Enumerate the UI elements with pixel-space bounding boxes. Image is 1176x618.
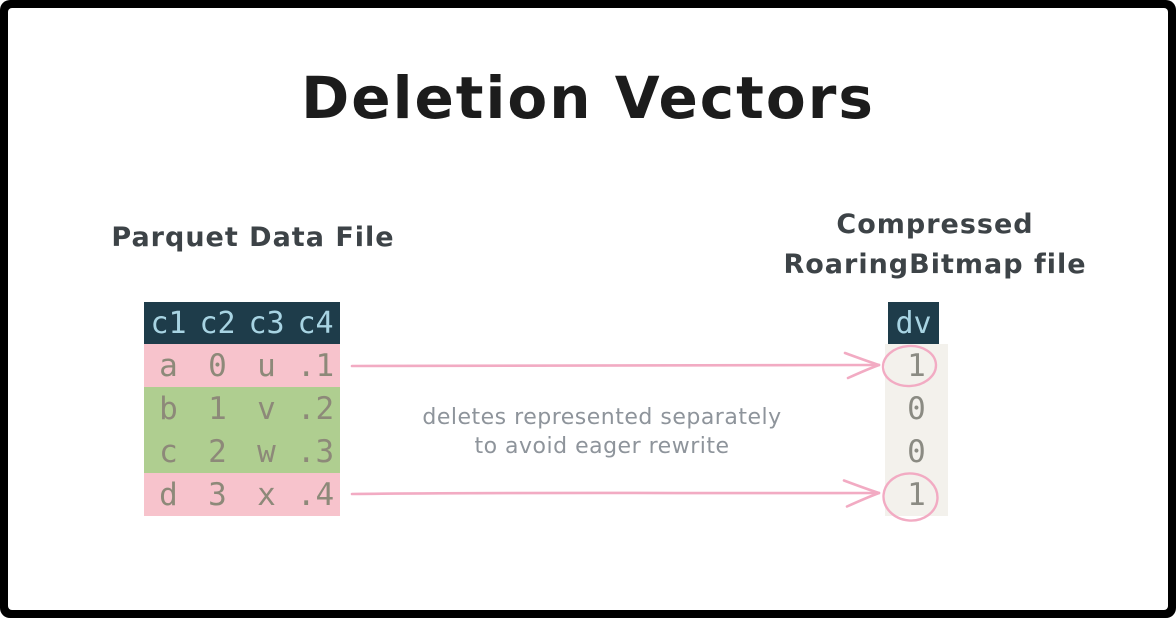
annotation-line2: to avoid eager rewrite xyxy=(474,434,730,459)
table-row: a 0 u .1 xyxy=(144,344,340,387)
table-cell: c xyxy=(159,433,178,470)
dv-value: 0 xyxy=(907,390,926,427)
table-cell: w xyxy=(257,433,276,470)
circle-highlight-icon xyxy=(882,472,939,522)
parquet-table: c1 c2 c3 c4 a 0 u .1 b 1 v .2 c 2 w .3 d… xyxy=(144,302,340,516)
parquet-table-header-row: c1 c2 c3 c4 xyxy=(144,302,340,344)
table-cell: d xyxy=(159,476,178,513)
table-cell: .3 xyxy=(296,433,335,470)
table-cell: 0 xyxy=(208,347,227,384)
column-header: c1 xyxy=(150,305,187,341)
roaringbitmap-label-line2: RoaringBitmap file xyxy=(783,249,1087,280)
parquet-file-label: Parquet Data File xyxy=(111,222,395,253)
arrow-right-icon xyxy=(350,351,881,380)
dv-value: 1 xyxy=(907,347,926,384)
table-cell: b xyxy=(159,390,178,427)
column-header: c2 xyxy=(199,305,236,341)
dv-value: 0 xyxy=(907,433,926,470)
table-row: c 2 w .3 xyxy=(144,430,340,473)
dv-value: 1 xyxy=(907,476,926,513)
dv-column: 1 0 0 1 xyxy=(885,344,948,516)
arrow-right-icon xyxy=(350,479,881,508)
table-cell: 3 xyxy=(208,476,227,513)
table-cell: u xyxy=(257,347,276,384)
annotation-note: deletes represented separately to avoid … xyxy=(402,403,802,461)
table-cell: .2 xyxy=(296,390,335,427)
diagram-title: Deletion Vectors xyxy=(301,64,875,132)
column-header: c3 xyxy=(248,305,285,341)
table-row: d 3 x .4 xyxy=(144,473,340,516)
table-cell: .4 xyxy=(296,476,335,513)
roaringbitmap-label-line1: Compressed xyxy=(836,209,1034,240)
dv-column-header: dv xyxy=(888,302,939,344)
table-cell: 1 xyxy=(208,390,227,427)
table-cell: a xyxy=(159,347,178,384)
table-cell: x xyxy=(257,476,276,513)
circle-highlight-icon xyxy=(881,344,938,388)
column-header: c4 xyxy=(297,305,334,341)
table-row: b 1 v .2 xyxy=(144,387,340,430)
table-cell: v xyxy=(257,390,276,427)
annotation-line1: deletes represented separately xyxy=(422,405,782,430)
roaringbitmap-file-label: Compressed RoaringBitmap file xyxy=(775,205,1095,285)
table-cell: .1 xyxy=(296,347,335,384)
table-cell: 2 xyxy=(208,433,227,470)
